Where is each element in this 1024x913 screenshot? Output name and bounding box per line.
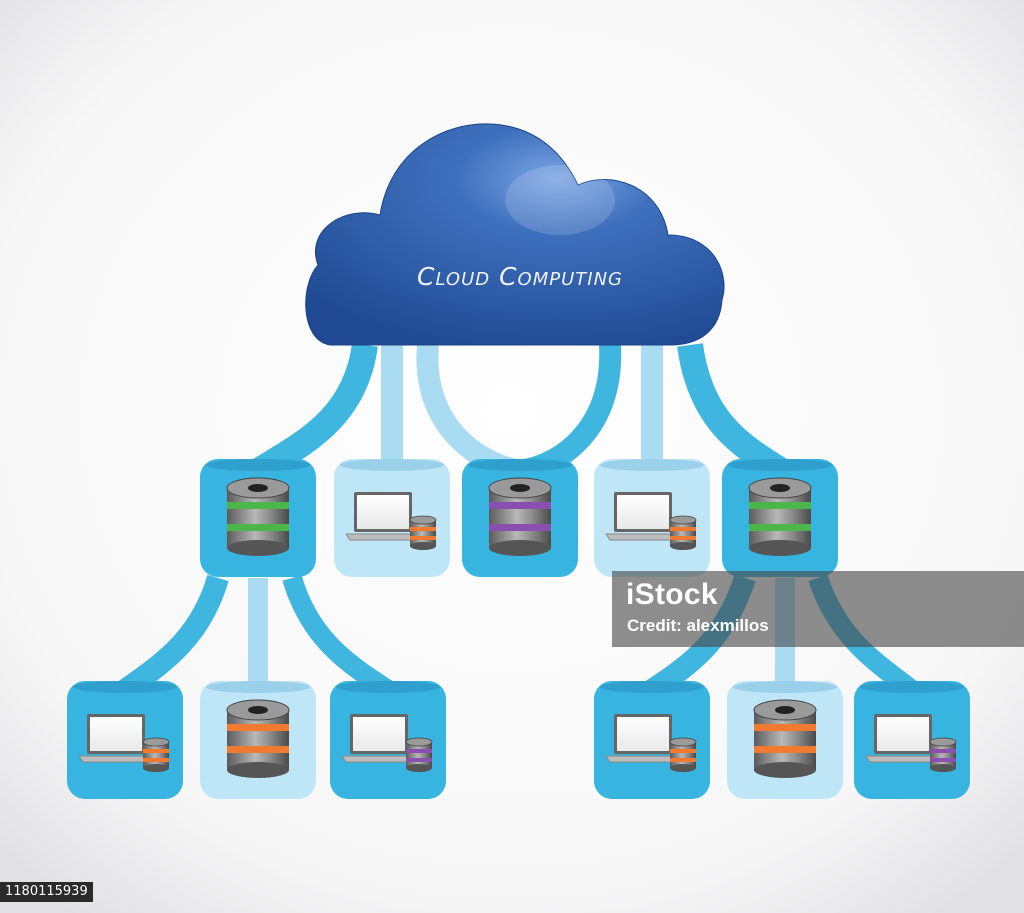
node-server bbox=[722, 459, 838, 577]
server-icon bbox=[748, 477, 812, 556]
node-laptop bbox=[594, 681, 710, 799]
node-laptop bbox=[330, 681, 446, 799]
watermark-bar bbox=[612, 571, 1024, 647]
laptop-icon bbox=[605, 492, 697, 550]
laptop-icon bbox=[345, 492, 437, 550]
node-server bbox=[200, 459, 316, 577]
node-laptop bbox=[334, 459, 450, 577]
node-server bbox=[727, 681, 843, 799]
node-server bbox=[200, 681, 316, 799]
laptop-icon bbox=[865, 714, 957, 772]
cloud-shape: Cloud Computing bbox=[305, 123, 725, 346]
server-icon bbox=[226, 477, 290, 556]
laptop-icon bbox=[341, 714, 433, 772]
node-laptop bbox=[67, 681, 183, 799]
server-icon bbox=[488, 477, 552, 556]
node-laptop bbox=[854, 681, 970, 799]
server-icon bbox=[226, 699, 290, 778]
node-laptop bbox=[594, 459, 710, 577]
laptop-icon bbox=[605, 714, 697, 772]
cloud-label: Cloud Computing bbox=[417, 262, 623, 291]
watermark-credit: Credit: alexmillos bbox=[627, 616, 769, 635]
server-icon bbox=[753, 699, 817, 778]
node-server bbox=[462, 459, 578, 577]
watermark-logo: iStock bbox=[626, 578, 718, 611]
node-group bbox=[67, 459, 970, 799]
laptop-icon bbox=[78, 714, 170, 772]
stock-id-label: 1180115939 bbox=[0, 882, 93, 902]
